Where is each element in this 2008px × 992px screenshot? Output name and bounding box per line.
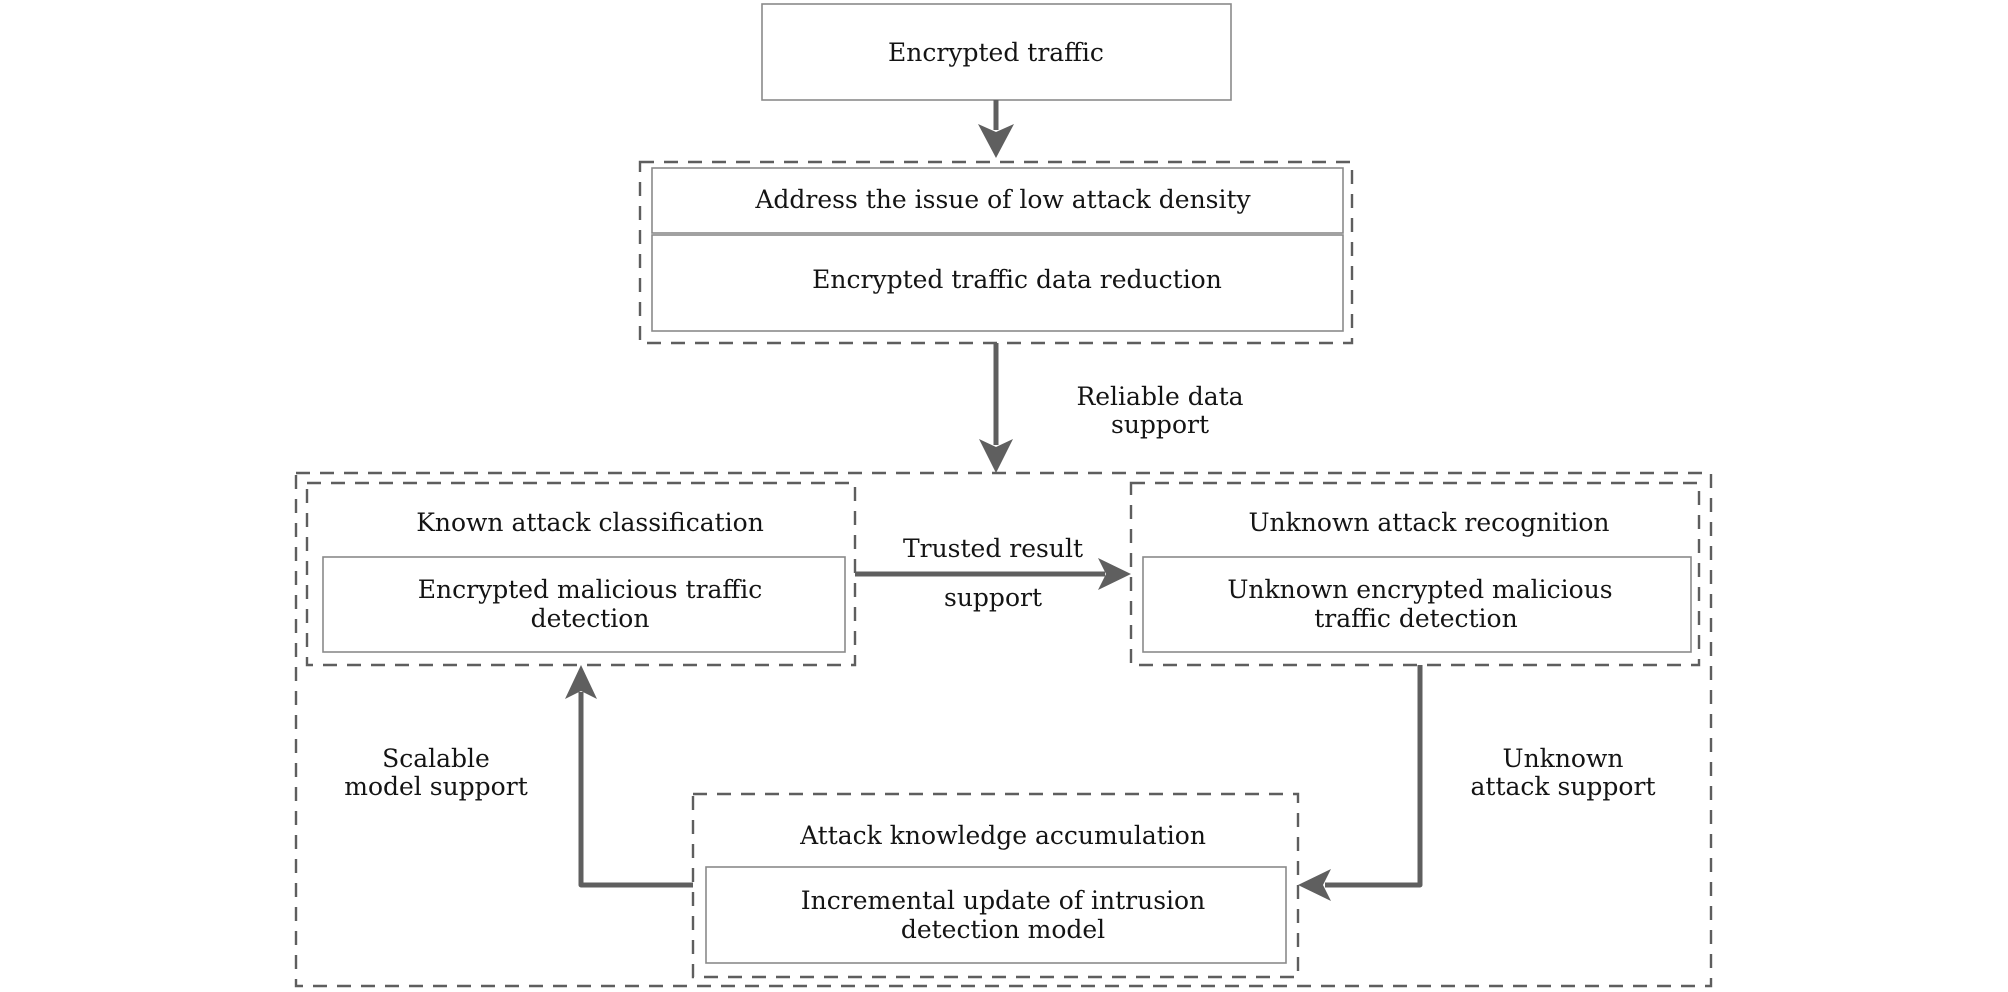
trusted-result-support-line1: Trusted result (903, 534, 1083, 563)
arrow-head-up (565, 665, 597, 699)
unknown-attack-dashed-border (1129, 481, 1701, 667)
malicious-traffic-detection-line1: Encrypted malicious traffic (418, 575, 762, 604)
incremental-update-line2: detection model (901, 915, 1105, 944)
unknown-malicious-traffic-line2: traffic detection (1314, 604, 1517, 633)
unknown-attack-group: Unknown attack recognition Unknown encry… (1129, 481, 1701, 667)
arrow-preprocessing-to-framework (979, 343, 1013, 473)
arrow-head-down (979, 439, 1013, 473)
scalable-model-support-line1: Scalable (382, 744, 490, 773)
unknown-malicious-traffic-box (1142, 556, 1692, 653)
known-attack-dashed-border (305, 481, 857, 667)
encrypted-traffic-label: Encrypted traffic (888, 38, 1104, 67)
data-reduction-label: Encrypted traffic data reduction (812, 265, 1222, 294)
incremental-update-box (705, 866, 1287, 964)
arrow-unknown-to-knowledge (1298, 665, 1423, 901)
knowledge-accumulation-title: Attack knowledge accumulation (799, 821, 1206, 850)
arrow-shaft (578, 692, 693, 888)
unknown-attack-title: Unknown attack recognition (1248, 508, 1609, 537)
detection-framework-dashed-border (294, 471, 1713, 988)
unknown-attack-support-line2: attack support (1471, 772, 1656, 801)
arrow-head-right (1098, 558, 1131, 590)
arrow-known-to-unknown (855, 558, 1131, 590)
knowledge-accumulation-dashed-border (691, 792, 1300, 979)
encrypted-traffic-box (761, 3, 1232, 101)
scalable-model-support-line2: model support (344, 772, 527, 801)
arrow-knowledge-to-known (565, 665, 693, 888)
unknown-malicious-traffic-line1: Unknown encrypted malicious (1227, 575, 1612, 604)
malicious-traffic-detection-line2: detection (531, 604, 650, 633)
reliable-data-support-line1: Reliable data (1076, 382, 1243, 411)
known-attack-title: Known attack classification (416, 508, 764, 537)
arrow-head-down (978, 124, 1014, 158)
low-attack-density-label: Address the issue of low attack density (754, 185, 1251, 214)
trusted-result-support-line2: support (944, 583, 1042, 612)
encrypted-traffic-node: Encrypted traffic (761, 3, 1232, 101)
data-reduction-box (651, 234, 1344, 332)
incremental-update-line1: Incremental update of intrusion (801, 886, 1205, 915)
arrow-input-to-preprocessing (978, 100, 1014, 158)
arrow-shaft (1325, 665, 1423, 888)
low-attack-density-box (651, 167, 1344, 234)
unknown-attack-support-line1: Unknown (1503, 744, 1624, 773)
reliable-data-support-line2: support (1111, 410, 1209, 439)
arrow-head-left (1298, 869, 1331, 901)
known-attack-group: Known attack classification Encrypted ma… (305, 481, 857, 667)
malicious-traffic-detection-box (322, 556, 846, 653)
preprocessing-group: Address the issue of low attack density … (638, 160, 1354, 345)
knowledge-accumulation-group: Attack knowledge accumulation Incrementa… (691, 792, 1300, 979)
